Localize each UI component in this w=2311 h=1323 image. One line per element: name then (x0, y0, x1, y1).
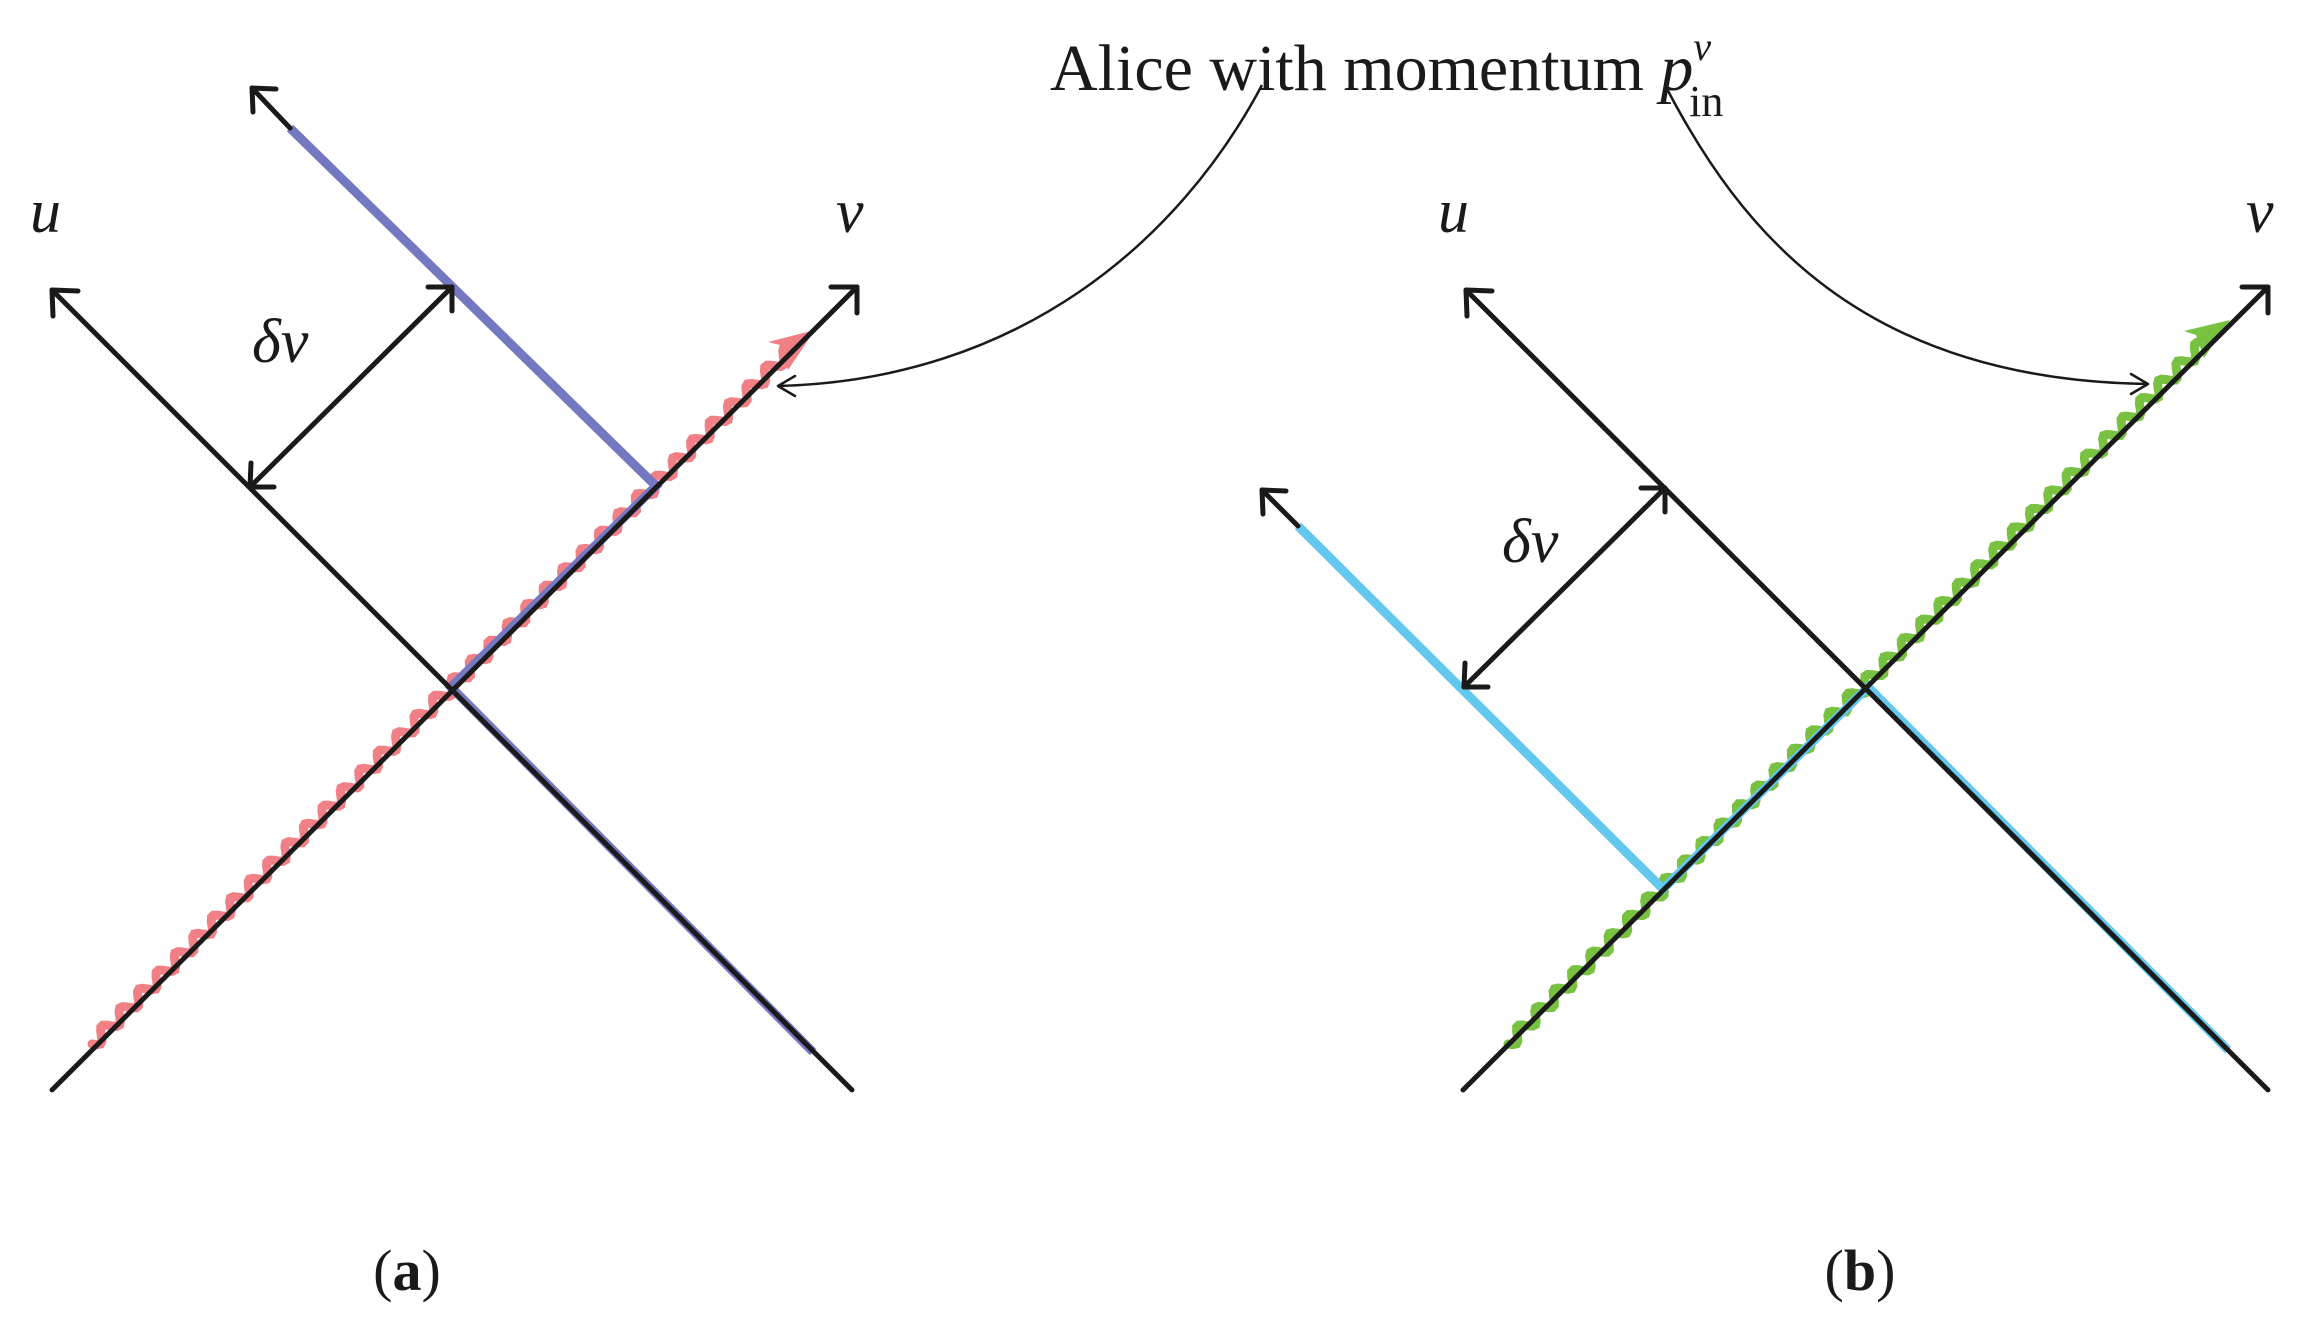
delta-v-arrow-a (247, 284, 455, 490)
panel-caption-b: (b) (1825, 1238, 1896, 1303)
photon-arrowhead-b (2184, 320, 2230, 358)
delta-v-arrowhead-lower-a (247, 460, 277, 490)
outer-line-arrowhead-b (1259, 487, 1289, 517)
v-axis-arrowhead-b (2239, 284, 2271, 316)
annotation-pointer-b (1663, 84, 2149, 386)
v-axis-a (49, 284, 860, 1093)
outer-line-tip-b (1259, 487, 1301, 529)
annotation-pointer-a (777, 84, 1264, 388)
annotation-pointer-b-arrowhead (2129, 372, 2150, 396)
delta-v-label-a: δv (252, 308, 309, 376)
v-axis-b (1460, 284, 2271, 1093)
v-axis-arrowhead-a (828, 284, 860, 316)
panel-b: u v δv (b) (1259, 178, 2274, 1303)
u-axis-label-a: u (30, 178, 61, 246)
delta-v-arrowhead-upper-b (1638, 485, 1668, 515)
photon-wave-a (87, 342, 792, 1050)
u-axis-arrowhead-b (1463, 287, 1495, 319)
outer-line-tip-a (249, 85, 293, 131)
panel-caption-a: (a) (373, 1238, 441, 1303)
panel-a: u v δv (a) (30, 85, 864, 1303)
annotation-pointer-a-arrowhead (776, 374, 797, 398)
delta-v-arrow-b (1461, 485, 1668, 690)
delta-v-label-b: δv (1502, 508, 1559, 576)
delta-v-arrowhead-upper-a (425, 284, 455, 314)
u-axis-label-b: u (1438, 178, 1469, 246)
v-axis-label-a: v (836, 178, 864, 246)
outer-line-arrowhead-a (249, 85, 279, 115)
v-axis-label-b: v (2246, 178, 2274, 246)
u-axis-arrowhead-a (49, 287, 81, 319)
delta-v-arrowhead-lower-b (1461, 660, 1491, 690)
